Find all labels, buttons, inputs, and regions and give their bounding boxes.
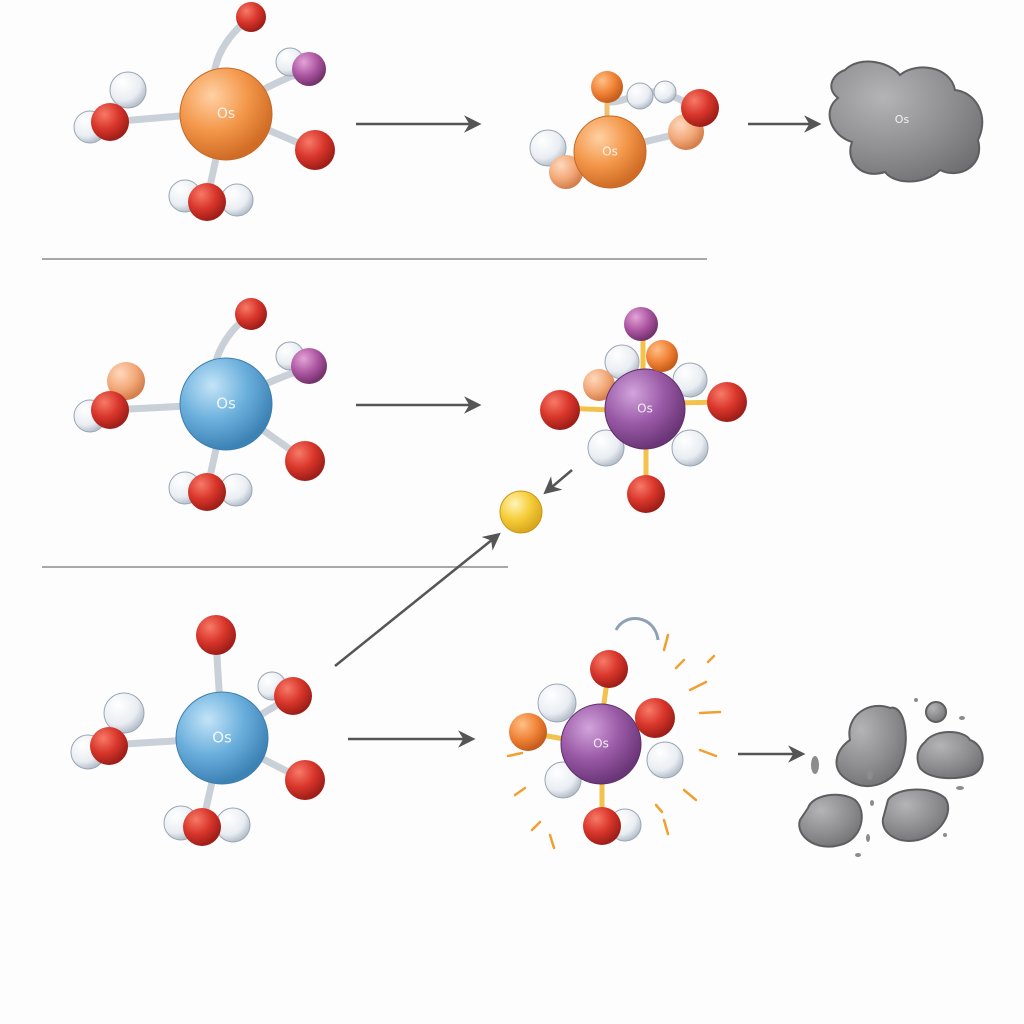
row-2-reactant-molecule: Os bbox=[73, 298, 327, 511]
aggregate-label: Os bbox=[895, 113, 910, 126]
orange-center-atom bbox=[179, 67, 273, 161]
atom-label: Os bbox=[217, 106, 235, 122]
row-1-reactant-molecule: Os bbox=[73, 2, 335, 221]
purple-center-atom bbox=[604, 368, 686, 450]
row-2-intermediate-molecule: Os bbox=[540, 307, 747, 513]
burst-sparks bbox=[506, 633, 722, 850]
orange-center-atom bbox=[573, 115, 647, 189]
yellow-particle bbox=[499, 490, 543, 534]
blue-center-atom bbox=[179, 357, 273, 451]
atom-label: Os bbox=[216, 395, 236, 413]
row-1-intermediate-molecule: Os bbox=[529, 71, 719, 189]
atom-label: Os bbox=[212, 729, 232, 747]
row-1-product-aggregate: Os bbox=[828, 60, 984, 183]
arrow-to-particle-from-complex bbox=[543, 469, 573, 495]
blue-center-atom bbox=[175, 691, 269, 785]
arrow-to-particle-from-row3 bbox=[334, 532, 501, 667]
purple-center-atom bbox=[560, 703, 642, 785]
atom-label: Os bbox=[602, 145, 618, 159]
row-3-intermediate-molecule: Os bbox=[506, 617, 722, 850]
row-3-fragmented-aggregates bbox=[798, 698, 984, 857]
row-3-reactant-molecule: Os bbox=[70, 615, 325, 846]
atom-label: Os bbox=[637, 402, 653, 416]
atom-label: Os bbox=[593, 737, 609, 751]
